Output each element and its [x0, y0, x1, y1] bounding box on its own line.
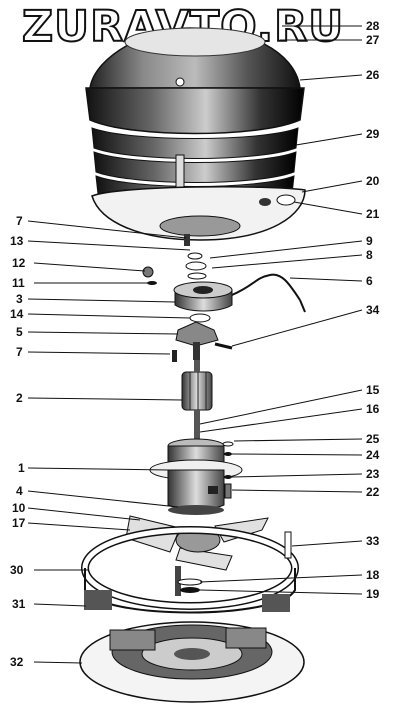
callout-18: 18: [366, 568, 380, 582]
callout-9: 9: [366, 234, 373, 248]
callout-16: 16: [366, 402, 380, 416]
callout-26: 26: [366, 68, 380, 82]
callout-24: 24: [366, 448, 380, 462]
callout-22: 22: [366, 485, 380, 499]
callout-14: 14: [10, 307, 24, 321]
motor-housing: [149, 438, 243, 515]
callout-5: 5: [16, 325, 23, 339]
callout-labels: 28 27 26 29 20 21 7 13 9 12 8 11 6 3 34 …: [10, 19, 380, 669]
base-plate: [91, 186, 306, 241]
callout-32: 32: [10, 655, 24, 669]
top-cover: [85, 27, 305, 135]
callout-2: 2: [16, 391, 23, 405]
callout-8: 8: [366, 248, 373, 262]
leader-lines: [27, 25, 363, 664]
callout-4: 4: [16, 484, 23, 498]
callout-30: 30: [10, 563, 24, 577]
impeller: [125, 515, 269, 571]
callout-31: 31: [12, 597, 26, 611]
callout-10: 10: [12, 501, 26, 515]
callout-25: 25: [366, 432, 380, 446]
bottom-ring: [79, 621, 305, 703]
motor-rotor: [181, 360, 213, 440]
callout-19: 19: [366, 587, 380, 601]
callout-1: 1: [18, 461, 25, 475]
callout-33: 33: [366, 534, 380, 548]
callout-12: 12: [12, 256, 26, 270]
callout-29: 29: [366, 127, 380, 141]
callout-11: 11: [12, 276, 25, 290]
bearing-holder: [172, 313, 233, 362]
callout-3: 3: [16, 292, 23, 306]
callout-27: 27: [366, 33, 380, 47]
ring-frame: [81, 526, 299, 614]
callout-13: 13: [10, 234, 24, 248]
terminal-block: [173, 273, 306, 313]
callout-21: 21: [366, 207, 380, 221]
callout-17: 17: [12, 516, 26, 530]
callout-20: 20: [366, 174, 380, 188]
callout-23: 23: [366, 467, 380, 481]
callout-15: 15: [366, 383, 380, 397]
callout-7-top: 7: [16, 214, 23, 228]
fastener-parts-upper: [142, 234, 207, 285]
callout-28: 28: [366, 19, 380, 33]
callout-34: 34: [366, 303, 380, 317]
callout-6: 6: [366, 274, 373, 288]
callout-7-lower: 7: [16, 345, 23, 359]
